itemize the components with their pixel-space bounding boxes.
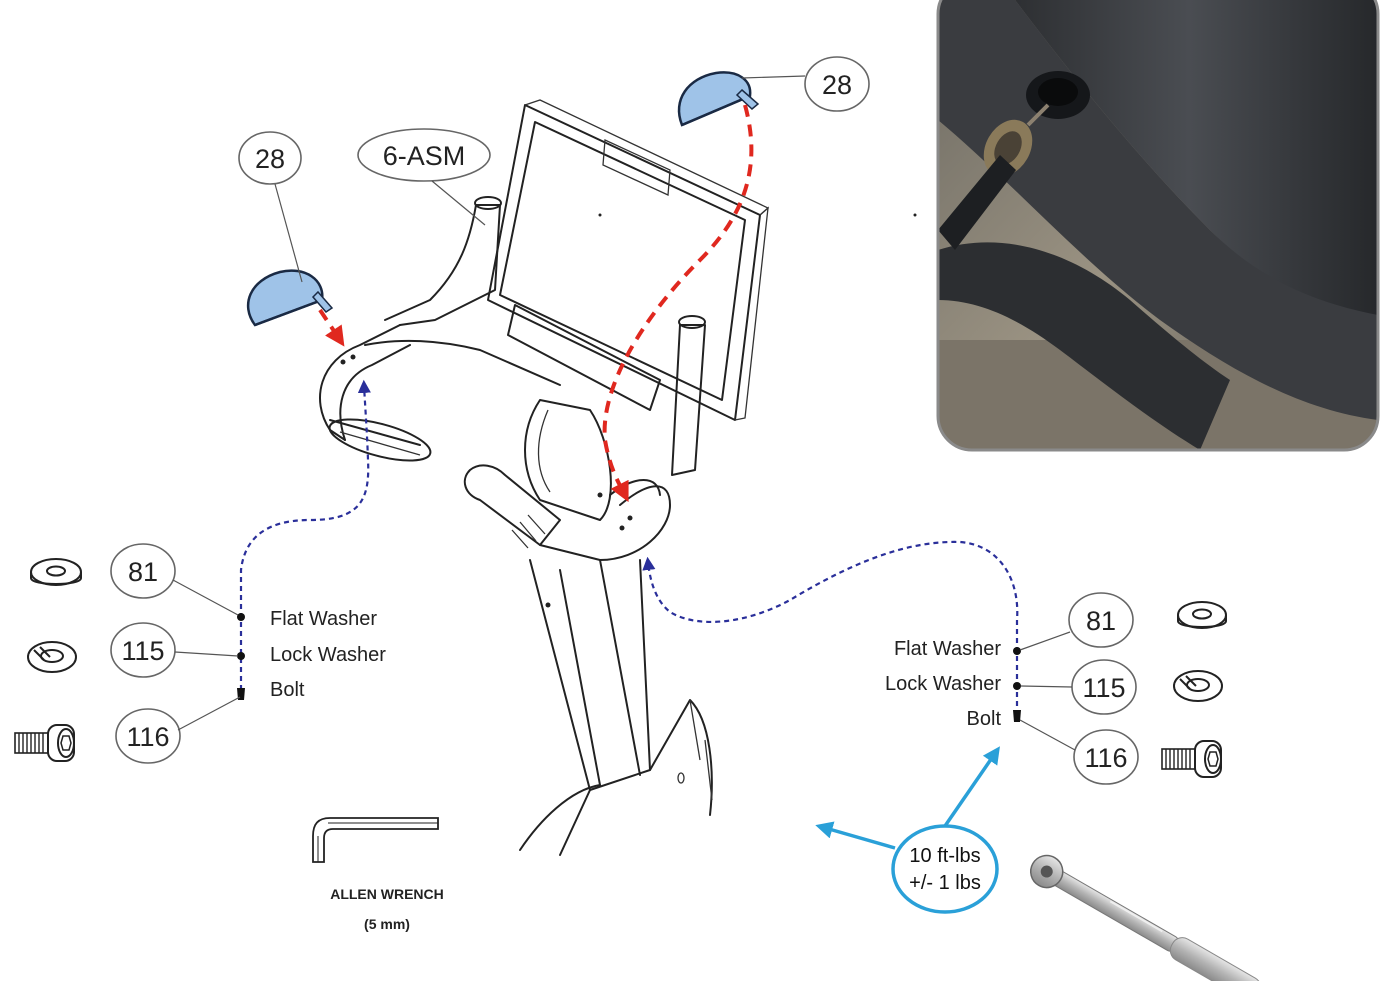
- callout-cap-right: 28: [741, 56, 870, 112]
- callout-cap-left-text: 28: [255, 144, 285, 174]
- cap-install-path-right: [602, 104, 754, 503]
- cap-install-path-left: [318, 308, 345, 347]
- torque-spec: 10 ft-lbs +/- 1 lbs: [815, 746, 1000, 914]
- flat-washer-icon: [1177, 601, 1227, 629]
- torque-line2: +/- 1 lbs: [909, 872, 981, 894]
- torque-wrench-icon: [1029, 854, 1262, 981]
- end-cap-icon: [246, 269, 334, 327]
- tool-name: ALLEN WRENCH: [330, 886, 444, 902]
- label-left-flat-washer: Flat Washer: [270, 608, 377, 630]
- photo-inset: [936, 0, 1380, 452]
- lock-washer-icon: [1173, 670, 1223, 702]
- callout-assembly-text: 6-ASM: [383, 141, 466, 171]
- tool-size: (5 mm): [364, 916, 410, 932]
- allen-wrench-icon: [312, 817, 439, 863]
- callout-cap-left: 28: [238, 131, 303, 283]
- bolt-path-right: [642, 540, 1019, 715]
- lock-washer-icon: [27, 641, 77, 673]
- callout-right-lock-washer: 115: [1020, 659, 1137, 715]
- bolt-icon: [1161, 740, 1222, 778]
- bike-handlebar-assembly: [319, 99, 917, 856]
- torque-line1: 10 ft-lbs: [909, 845, 980, 867]
- callout-left-flat-washer: 81: [110, 543, 239, 616]
- callout-cap-right-text: 28: [822, 70, 852, 100]
- callout-right-bolt: 116: [1019, 719, 1139, 785]
- callout-right-bolt-text: 116: [1084, 743, 1127, 773]
- callout-left-flat-washer-text: 81: [128, 557, 158, 587]
- callout-left-bolt-text: 116: [126, 722, 169, 752]
- label-left-bolt: Bolt: [270, 679, 305, 701]
- label-right-flat-washer: Flat Washer: [894, 638, 1001, 660]
- flat-washer-icon: [30, 558, 82, 586]
- bolt-icon: [14, 724, 75, 762]
- callout-right-lock-washer-text: 115: [1082, 673, 1125, 703]
- callout-assembly: 6-ASM: [357, 128, 491, 226]
- callout-left-bolt: 116: [115, 696, 241, 764]
- label-right-lock-washer: Lock Washer: [885, 673, 1001, 695]
- callout-left-lock-washer: 115: [110, 622, 239, 678]
- bolt-path-left: [239, 379, 371, 690]
- callout-right-flat-washer: 81: [1019, 592, 1134, 651]
- callout-right-flat-washer-text: 81: [1086, 606, 1116, 636]
- callout-left-lock-washer-text: 115: [121, 636, 164, 666]
- label-left-lock-washer: Lock Washer: [270, 644, 386, 666]
- label-right-bolt: Bolt: [967, 708, 1002, 730]
- end-cap-icon: [677, 71, 760, 127]
